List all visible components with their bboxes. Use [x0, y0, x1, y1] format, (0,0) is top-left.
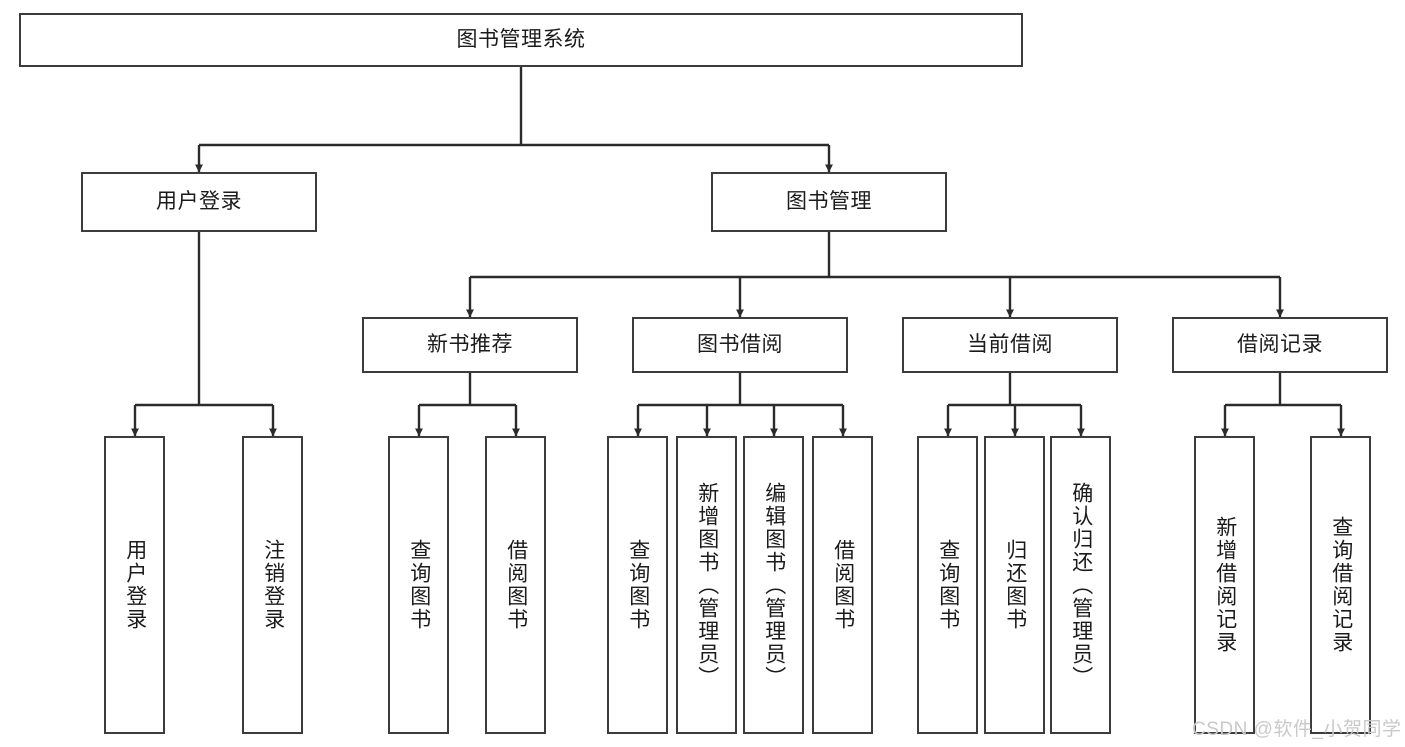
node-leaf-add-book[interactable]: 新增图书（管理员）: [676, 436, 737, 734]
node-label-root: 图书管理系统: [456, 28, 586, 52]
node-label-leaf-add-book: 新增图书（管理员）: [695, 481, 719, 689]
node-current-borrow[interactable]: 当前借阅: [902, 317, 1118, 373]
node-label-leaf-query-record: 查询借阅记录: [1329, 516, 1353, 654]
node-label-leaf-logout: 注销登录: [261, 539, 285, 631]
node-label-leaf-add-record: 新增借阅记录: [1213, 516, 1237, 654]
node-label-borrow-record: 借阅记录: [1237, 333, 1323, 357]
node-label-leaf-return-book: 归还图书: [1003, 539, 1027, 631]
node-label-leaf-query-book-3: 查询图书: [936, 539, 960, 631]
node-label-current-borrow: 当前借阅: [967, 333, 1053, 357]
node-label-leaf-edit-book: 编辑图书（管理员）: [762, 481, 786, 689]
node-user-login[interactable]: 用户登录: [81, 172, 317, 232]
node-leaf-query-record[interactable]: 查询借阅记录: [1310, 436, 1371, 734]
node-label-leaf-borrow-book-2: 借阅图书: [831, 539, 855, 631]
node-leaf-edit-book[interactable]: 编辑图书（管理员）: [743, 436, 804, 734]
node-leaf-query-book-2[interactable]: 查询图书: [607, 436, 668, 734]
node-leaf-borrow-book-2[interactable]: 借阅图书: [812, 436, 873, 734]
node-label-leaf-borrow-book-1: 借阅图书: [504, 539, 528, 631]
node-leaf-add-record[interactable]: 新增借阅记录: [1194, 436, 1255, 734]
node-book-borrow[interactable]: 图书借阅: [632, 317, 848, 373]
node-label-new-book-recommend: 新书推荐: [427, 333, 513, 357]
node-new-book-recommend[interactable]: 新书推荐: [362, 317, 578, 373]
node-label-leaf-user-login: 用户登录: [123, 539, 147, 631]
node-leaf-user-login[interactable]: 用户登录: [104, 436, 165, 734]
node-borrow-record[interactable]: 借阅记录: [1172, 317, 1388, 373]
node-label-user-login: 用户登录: [156, 190, 242, 214]
node-leaf-query-book-3[interactable]: 查询图书: [917, 436, 978, 734]
node-label-leaf-confirm-return: 确认归还（管理员）: [1069, 481, 1093, 689]
node-root[interactable]: 图书管理系统: [19, 13, 1023, 67]
node-book-manage[interactable]: 图书管理: [711, 172, 947, 232]
node-label-leaf-query-book-2: 查询图书: [626, 539, 650, 631]
watermark-label: CSDN @软件_小贺同学: [1192, 719, 1402, 740]
node-label-leaf-query-book-1: 查询图书: [407, 539, 431, 631]
node-leaf-borrow-book-1[interactable]: 借阅图书: [485, 436, 546, 734]
node-leaf-confirm-return[interactable]: 确认归还（管理员）: [1050, 436, 1111, 734]
node-leaf-return-book[interactable]: 归还图书: [984, 436, 1045, 734]
node-leaf-logout[interactable]: 注销登录: [242, 436, 303, 734]
node-leaf-query-book-1[interactable]: 查询图书: [388, 436, 449, 734]
node-label-book-borrow: 图书借阅: [697, 333, 783, 357]
node-label-book-manage: 图书管理: [786, 190, 872, 214]
